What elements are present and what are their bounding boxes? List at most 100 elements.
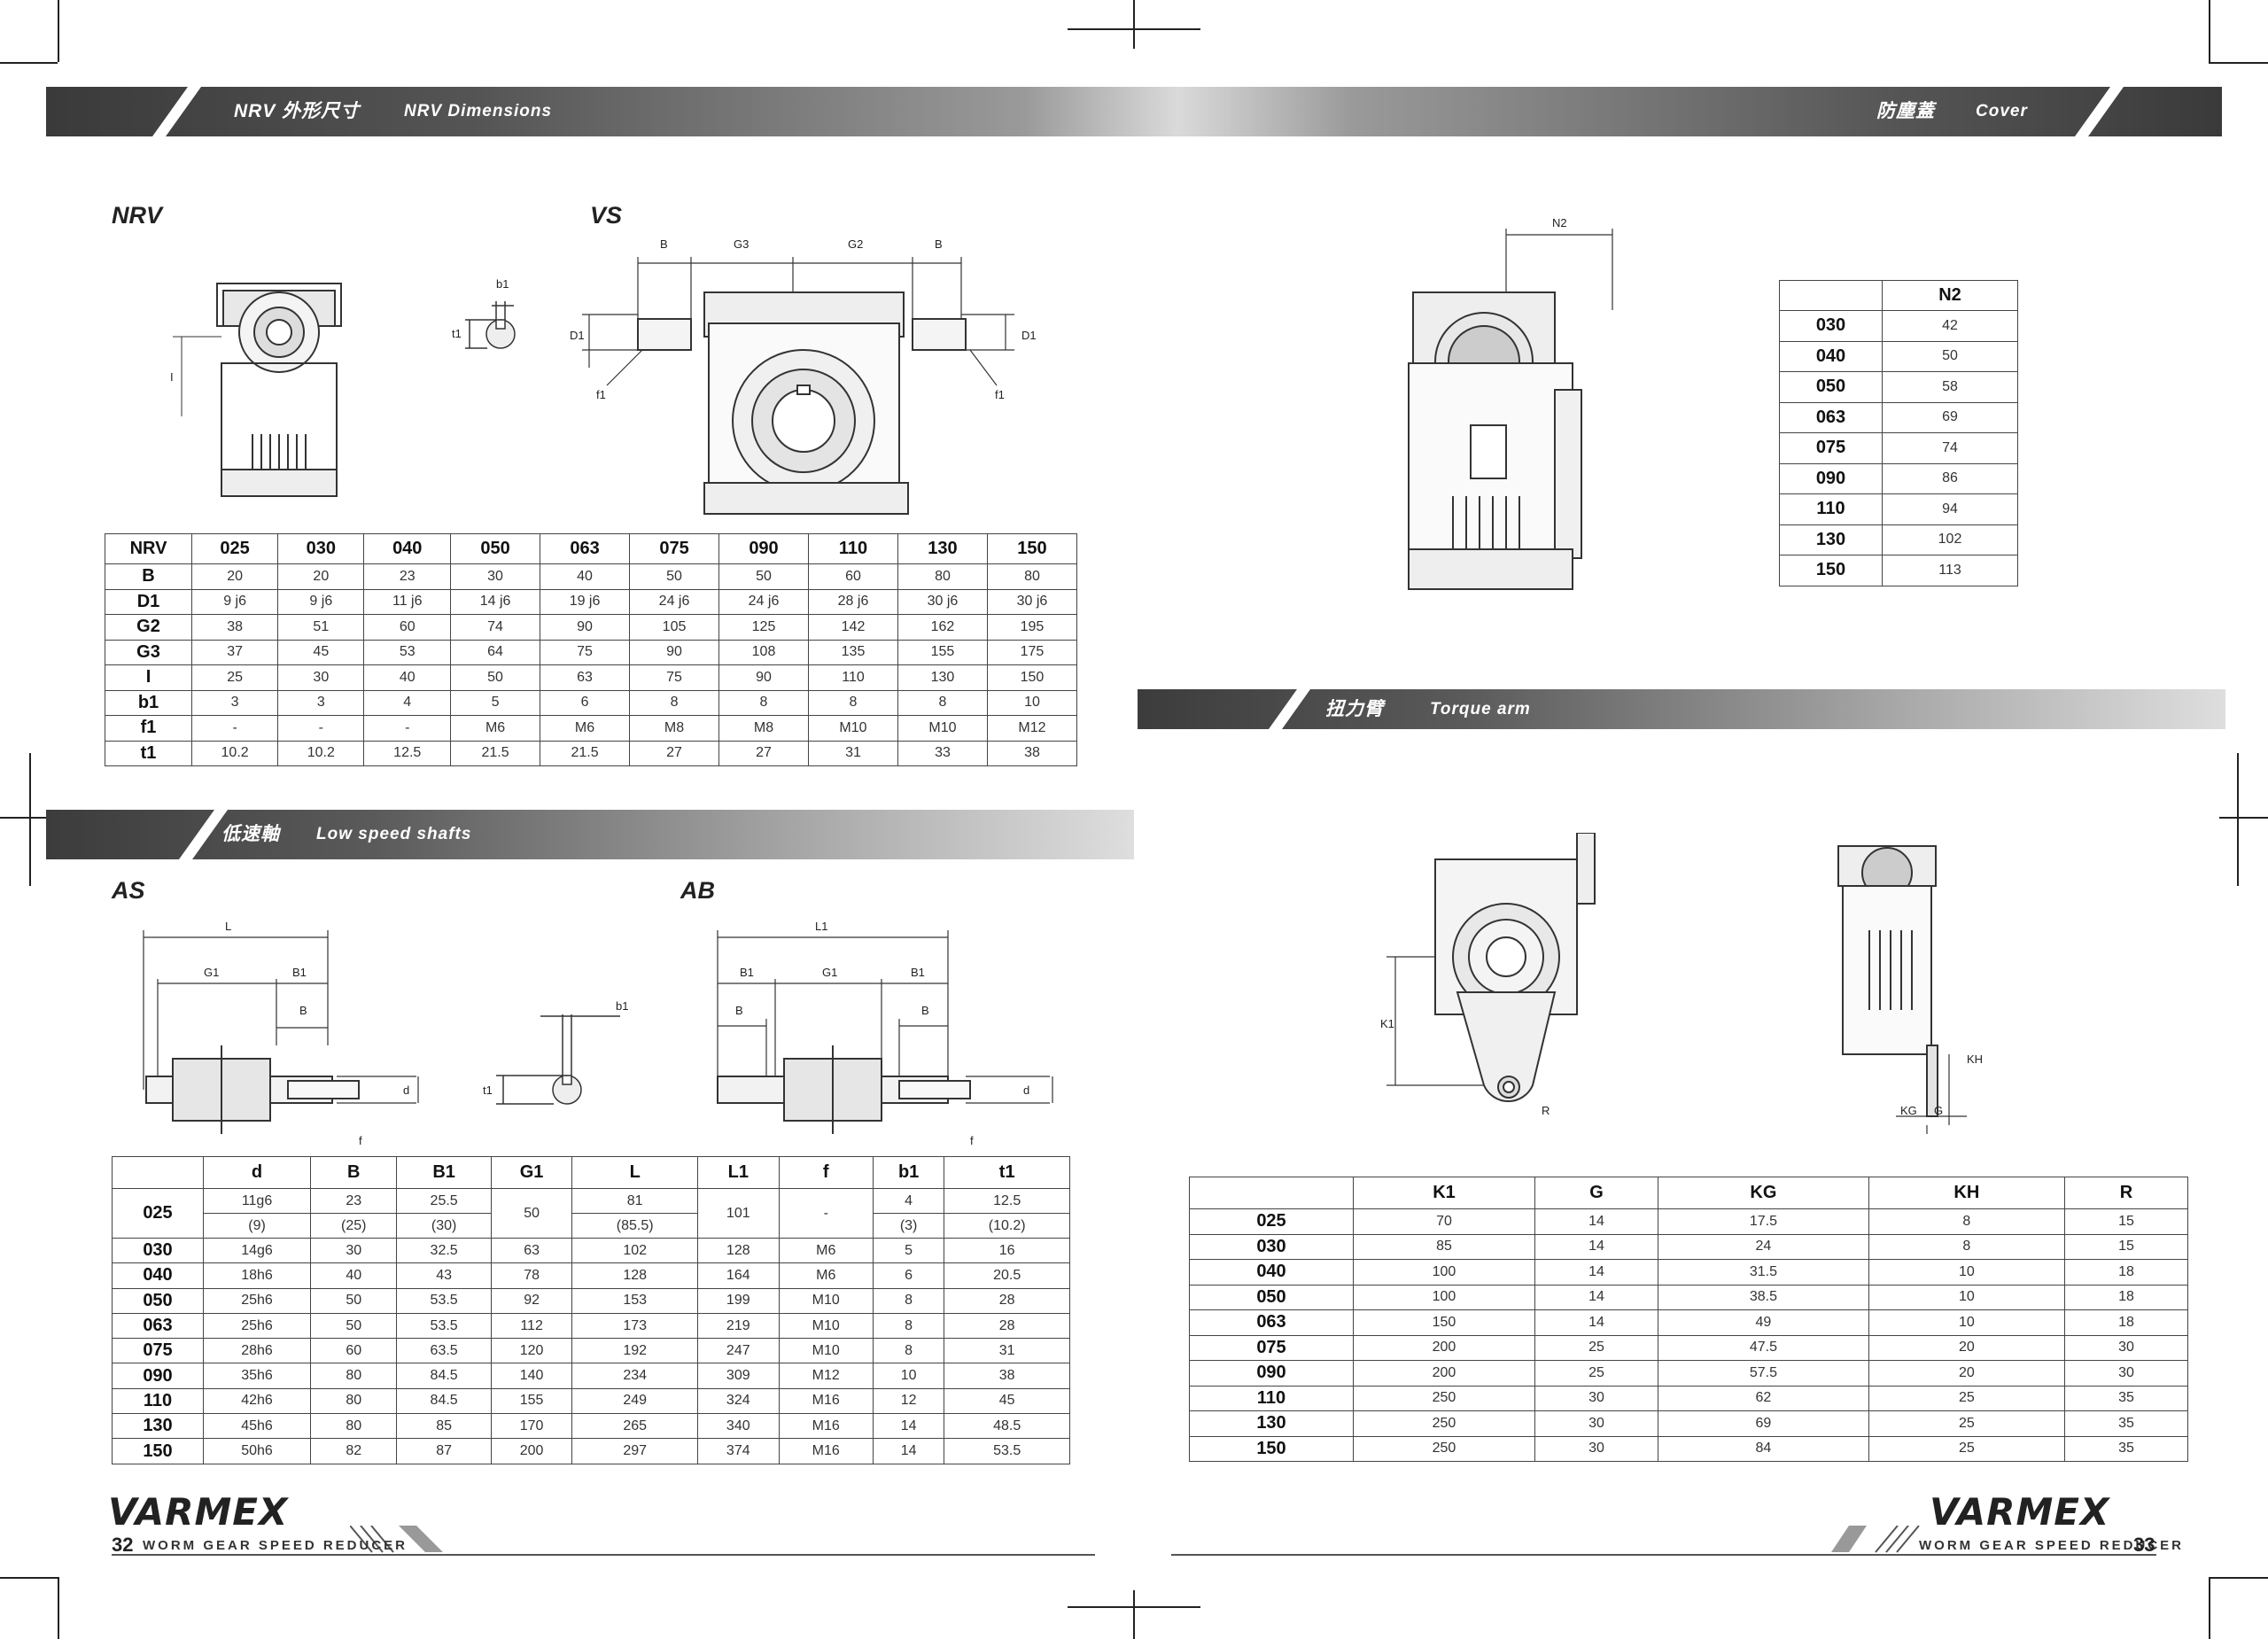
table-header: B1 xyxy=(396,1156,492,1189)
table-cell: 45h6 xyxy=(202,1413,312,1440)
low-speed-shaft-table: d B B1 G1 L L1 f b1 t1 025 11g6 23 25.5 … xyxy=(112,1156,1070,1464)
table-cell: 25 xyxy=(1868,1435,2065,1462)
table-cell: 28 xyxy=(944,1312,1070,1340)
dim-label-b-left: B xyxy=(660,237,668,251)
table-cell: 8 xyxy=(872,1312,945,1340)
torque-arm-title-cn: 扭力臂 xyxy=(1325,699,1384,719)
table-cell: 30 xyxy=(310,1237,398,1264)
key-detail-drawing: b1 t1 xyxy=(452,277,516,349)
table-cell: 14 xyxy=(1534,1284,1659,1310)
low-speed-title-en: Low speed shafts xyxy=(316,825,472,843)
section-label-ab: AB xyxy=(680,877,715,904)
table-header: 110 xyxy=(808,533,898,564)
table-cell: 8 xyxy=(718,689,809,716)
table-cell: 57.5 xyxy=(1658,1360,1869,1387)
brand-logo-left: VARMEX xyxy=(108,1490,289,1534)
table-cell: 86 xyxy=(1882,462,2018,494)
table-cell: 11g6 xyxy=(202,1188,312,1214)
row-header: 110 xyxy=(1189,1385,1354,1411)
table-cell: 50 xyxy=(450,664,541,691)
dim-label-i: I xyxy=(170,370,174,384)
table-cell: 21.5 xyxy=(450,740,541,766)
table-header: 130 xyxy=(897,533,988,564)
table-cell: 40 xyxy=(310,1262,398,1289)
table-cell: M6 xyxy=(778,1262,874,1289)
table-cell: 200 xyxy=(1353,1334,1535,1361)
table-cell: 100 xyxy=(1353,1259,1535,1286)
table-cell: 8 xyxy=(897,689,988,716)
table-cell: 30 xyxy=(2063,1360,2189,1387)
table-header: L1 xyxy=(696,1156,780,1189)
row-header: 025 xyxy=(112,1188,204,1239)
table-cell: 200 xyxy=(490,1438,573,1464)
table-cell: 16 xyxy=(944,1237,1070,1264)
table-cell: 60 xyxy=(808,563,898,590)
table-cell: 31 xyxy=(808,740,898,766)
torque-arm-banner: 扭力臂 Torque arm xyxy=(1138,689,2225,729)
row-header: 063 xyxy=(1189,1309,1354,1336)
table-header: b1 xyxy=(872,1156,945,1189)
table-cell: 30 j6 xyxy=(986,588,1078,615)
dim-label-r: R xyxy=(1542,1104,1550,1117)
crop-mark xyxy=(29,753,31,886)
table-header: 050 xyxy=(450,533,541,564)
crop-mark xyxy=(2209,62,2268,64)
table-cell: 4 xyxy=(363,689,452,716)
table-cell: 81 xyxy=(571,1188,698,1214)
nrv-dimensions-table: NRV 025 030 040 050 063 075 090 110 130 … xyxy=(105,533,1078,766)
table-header: 075 xyxy=(629,533,720,564)
row-header: 063 xyxy=(112,1312,204,1340)
table-cell: (85.5) xyxy=(571,1213,698,1239)
table-cell: 24 j6 xyxy=(629,588,720,615)
table-cell: M8 xyxy=(718,715,809,742)
table-cell: 80 xyxy=(986,563,1078,590)
table-cell: 112 xyxy=(490,1312,573,1340)
table-cell: 324 xyxy=(696,1387,780,1415)
table-header: 090 xyxy=(718,533,809,564)
crop-mark xyxy=(1133,1590,1135,1639)
table-header: KH xyxy=(1868,1177,2065,1209)
table-cell: 78 xyxy=(490,1262,573,1289)
row-header: 030 xyxy=(1189,1233,1354,1260)
table-header: 030 xyxy=(277,533,365,564)
table-cell: 265 xyxy=(571,1413,698,1440)
table-cell: 92 xyxy=(490,1287,573,1314)
table-cell: 30 xyxy=(1534,1410,1659,1437)
table-header: KG xyxy=(1658,1177,1869,1209)
table-cell: M16 xyxy=(778,1413,874,1440)
dim-label-b1-right: B1 xyxy=(911,966,925,979)
crop-mark xyxy=(0,62,58,64)
dim-label-d1-right: D1 xyxy=(1021,329,1037,342)
table-cell: 80 xyxy=(897,563,988,590)
table-cell: 45 xyxy=(944,1387,1070,1415)
table-cell: 10 xyxy=(1868,1259,2065,1286)
crop-mark xyxy=(2209,0,2210,62)
table-cell: - xyxy=(778,1188,874,1239)
table-cell: 14 xyxy=(872,1438,945,1464)
crop-mark xyxy=(2219,817,2268,819)
table-header: G1 xyxy=(490,1156,573,1189)
table-cell: 8 xyxy=(872,1338,945,1364)
table-cell: 3 xyxy=(190,689,279,716)
dim-label-b: B xyxy=(299,1004,307,1017)
table-cell: 249 xyxy=(571,1387,698,1415)
table-cell: 25 xyxy=(1868,1410,2065,1437)
banner-notches xyxy=(152,87,2124,136)
table-row: (9) (25) (30) (85.5) (3) (10.2) xyxy=(113,1213,1070,1239)
row-header: f1 xyxy=(105,715,192,742)
table-cell: 42 xyxy=(1882,310,2018,342)
table-header: K1 xyxy=(1353,1177,1535,1209)
table-cell: 14 xyxy=(1534,1309,1659,1336)
table-cell: 113 xyxy=(1882,555,2018,586)
torque-arm-title-en: Torque arm xyxy=(1430,700,1531,719)
